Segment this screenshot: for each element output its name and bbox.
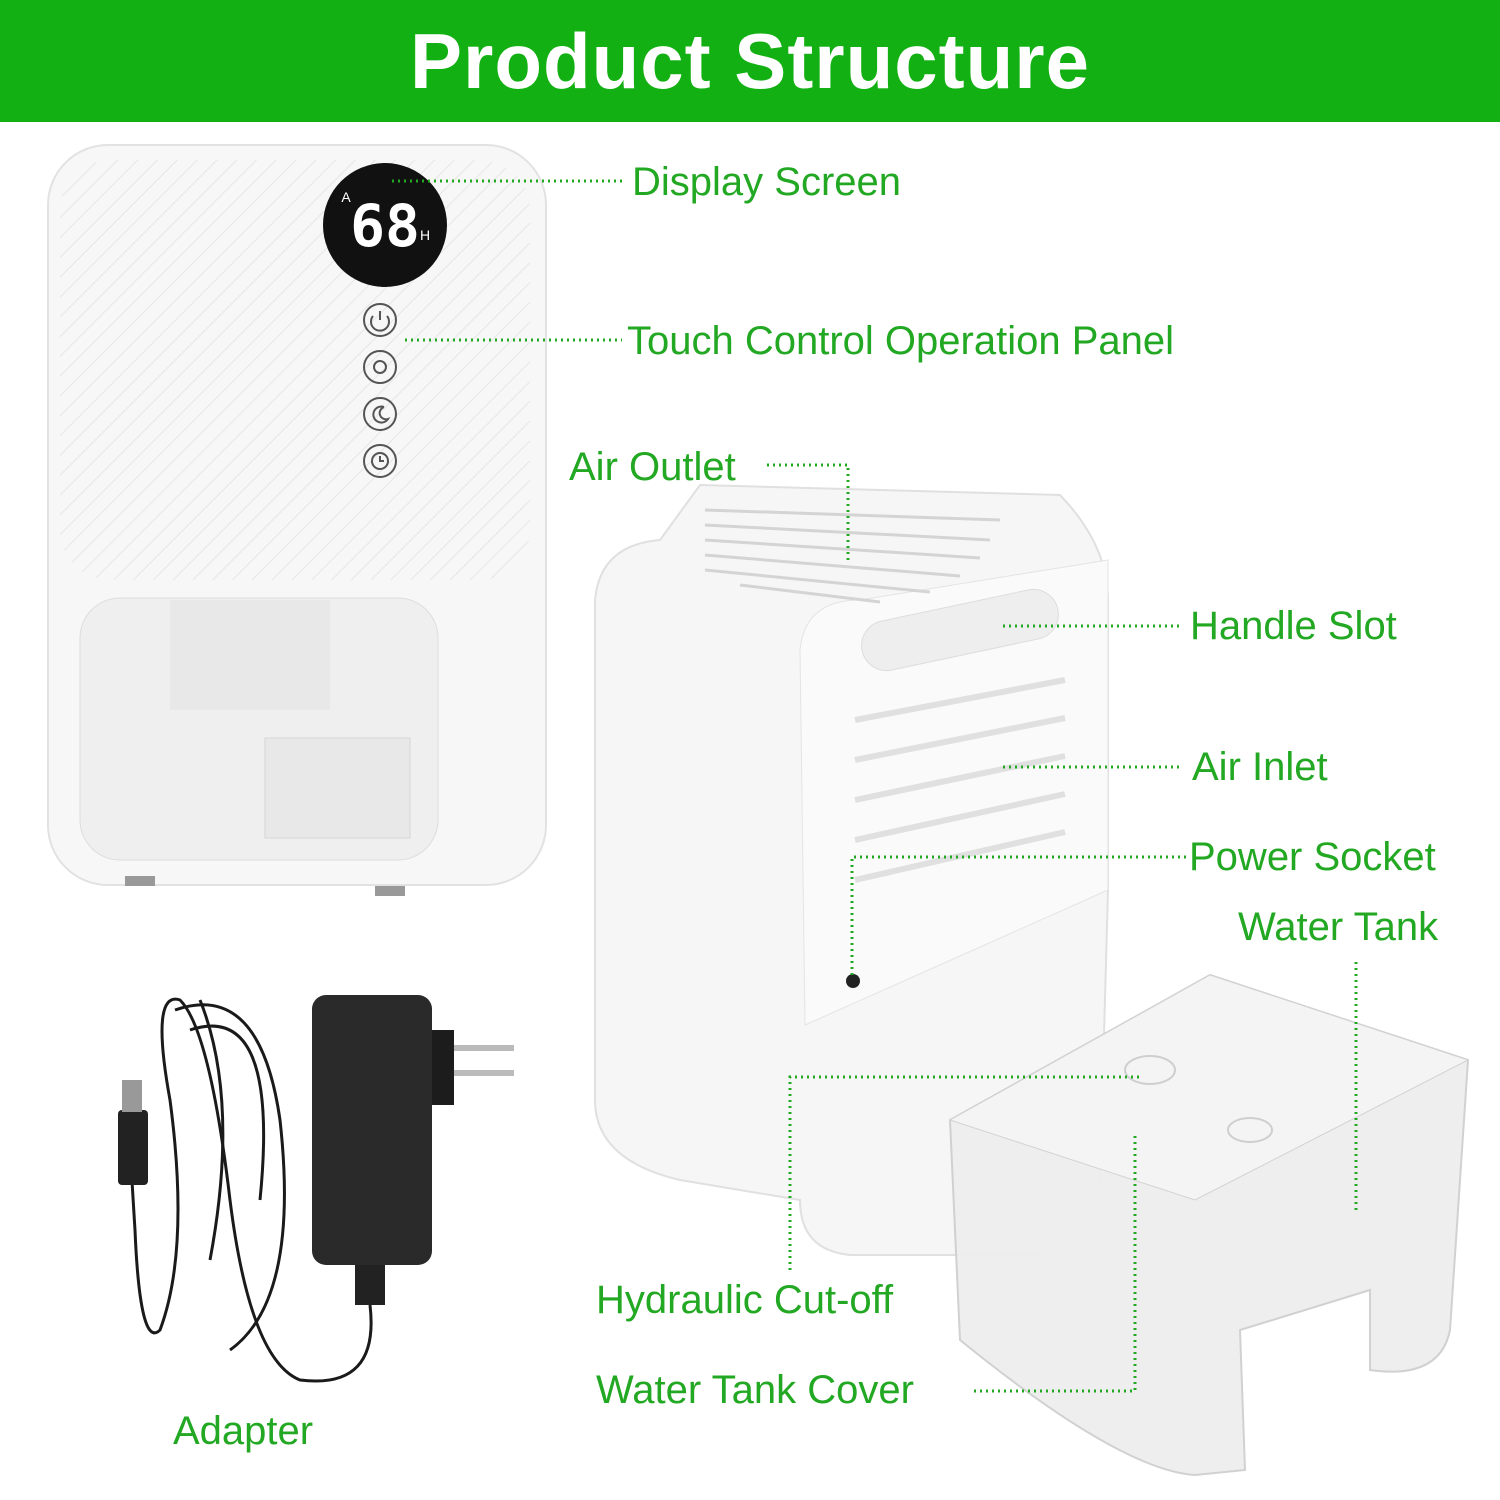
label-power-socket: Power Socket xyxy=(1189,835,1436,879)
label-adapter: Adapter xyxy=(173,1409,314,1453)
label-hydraulic-cutoff: Hydraulic Cut-off xyxy=(596,1278,894,1322)
light-button-icon[interactable] xyxy=(363,350,397,384)
adapter xyxy=(118,995,514,1383)
display-reading: 68 xyxy=(350,192,420,260)
sleep-button-icon[interactable] xyxy=(363,397,397,431)
label-handle-slot: Handle Slot xyxy=(1190,604,1397,648)
label-air-outlet: Air Outlet xyxy=(569,445,736,489)
label-water-tank-cover: Water Tank Cover xyxy=(596,1368,914,1412)
display-unit-letter: H xyxy=(420,227,430,243)
display-screen xyxy=(323,163,447,287)
dehumidifier-front: 68 A H xyxy=(47,144,547,896)
display-mode-letter: A xyxy=(341,189,351,205)
timer-button-icon[interactable] xyxy=(363,444,397,478)
dehumidifier-back xyxy=(594,483,1109,1256)
label-water-tank: Water Tank xyxy=(1238,905,1439,949)
power-socket xyxy=(846,974,860,988)
power-button-icon[interactable] xyxy=(363,303,397,337)
label-touch-panel: Touch Control Operation Panel xyxy=(627,319,1174,363)
water-tank xyxy=(948,973,1470,1477)
touch-control-panel xyxy=(363,303,397,478)
leader-lines xyxy=(392,179,1358,1393)
label-display-screen: Display Screen xyxy=(632,160,902,204)
label-air-inlet: Air Inlet xyxy=(1192,745,1328,789)
page-title: Product Structure xyxy=(409,16,1091,105)
title-banner: Product Structure xyxy=(0,0,1500,122)
